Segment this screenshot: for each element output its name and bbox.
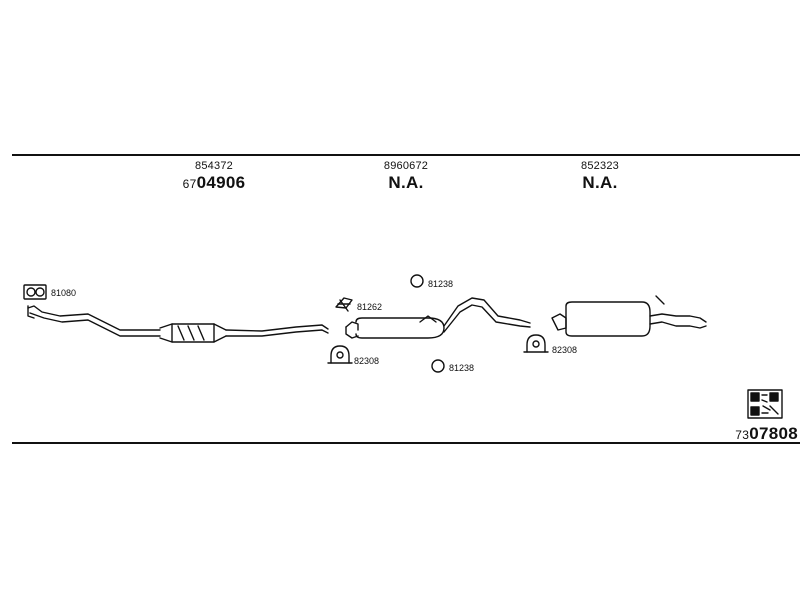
footer-reference: 7307808	[735, 424, 798, 443]
gasket-label: 81080	[51, 288, 77, 298]
bracket-icon	[335, 297, 353, 312]
middle-silencer-header: 8960672 N.A.	[336, 160, 476, 194]
clamp-right-label: 82308	[552, 345, 578, 355]
bottom-divider	[12, 442, 800, 444]
ring-top-label: 81238	[428, 279, 454, 289]
middle-silencer-part-number: 8960672	[383, 160, 429, 172]
front-pipe-part-number: 854372	[195, 160, 233, 172]
rear-silencer-part-number: 852323	[581, 160, 619, 172]
rear-silencer-drawing	[551, 295, 707, 337]
middle-silencer-drawing	[345, 297, 531, 339]
qr-code-icon	[747, 389, 783, 419]
rear-silencer-header: 852323 N.A.	[530, 160, 670, 194]
ring-bottom-label: 81238	[449, 363, 475, 373]
rubber-ring-bottom-icon	[431, 359, 445, 373]
top-divider	[12, 154, 800, 156]
clamp-right-icon	[523, 334, 549, 353]
front-pipe-drawing	[27, 305, 329, 343]
rear-silencer-reference: N.A.	[582, 173, 618, 192]
gasket-icon	[23, 284, 47, 300]
front-pipe-header: 854372 6704906	[144, 160, 284, 194]
middle-silencer-reference: N.A.	[388, 173, 424, 192]
front-pipe-reference: 6704906	[182, 173, 246, 192]
bracket-label: 81262	[357, 302, 383, 312]
rubber-ring-top-icon	[410, 274, 424, 288]
clamp-left-icon	[327, 345, 353, 364]
clamp-left-label: 82308	[354, 356, 380, 366]
